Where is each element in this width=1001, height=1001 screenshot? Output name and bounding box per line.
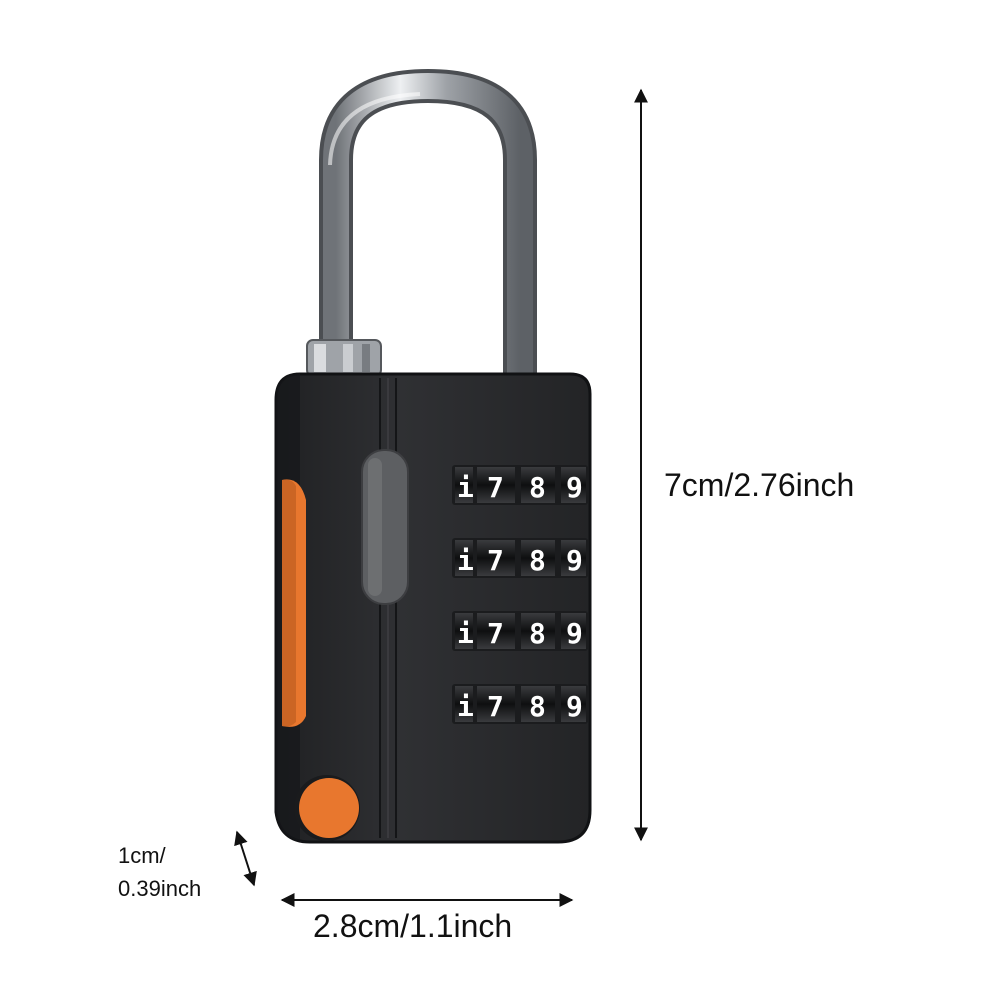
dial-2-digit-1: i [457,544,474,577]
height-dimension-label: 7cm/2.76inch [664,467,855,503]
dial-row-3 [452,611,588,651]
combination-dials: i 7 8 9 i 7 8 9 i 7 8 9 i 7 8 9 [452,465,588,724]
dial-row-2 [452,538,588,578]
dial-3-digit-2: 7 [487,617,504,650]
dial-2-digit-3: 8 [529,544,546,577]
depth-arrow-icon [234,830,257,887]
dial-4-digit-1: i [457,690,474,723]
dial-4-digit-4: 9 [566,690,583,723]
width-dimension-label: 2.8cm/1.1inch [313,908,513,944]
dial-1-digit-1: i [457,471,474,504]
depth-dimension-label-line1: 1cm/ [118,843,166,868]
dial-2-digit-2: 7 [487,544,504,577]
dial-2-digit-4: 9 [566,544,583,577]
shackle [306,68,537,380]
dial-row-4 [452,684,588,724]
dial-3-digit-4: 9 [566,617,583,650]
lock-body [274,372,592,844]
dial-3-digit-3: 8 [529,617,546,650]
dial-4-digit-3: 8 [529,690,546,723]
dial-1-digit-4: 9 [566,471,583,504]
dial-1-digit-2: 7 [487,471,504,504]
dial-1-digit-3: 8 [529,471,546,504]
dial-row-1 [452,465,588,505]
dial-3-digit-1: i [457,617,474,650]
depth-dimension-label-line2: 0.39inch [118,876,202,901]
dial-4-digit-2: 7 [487,690,504,723]
